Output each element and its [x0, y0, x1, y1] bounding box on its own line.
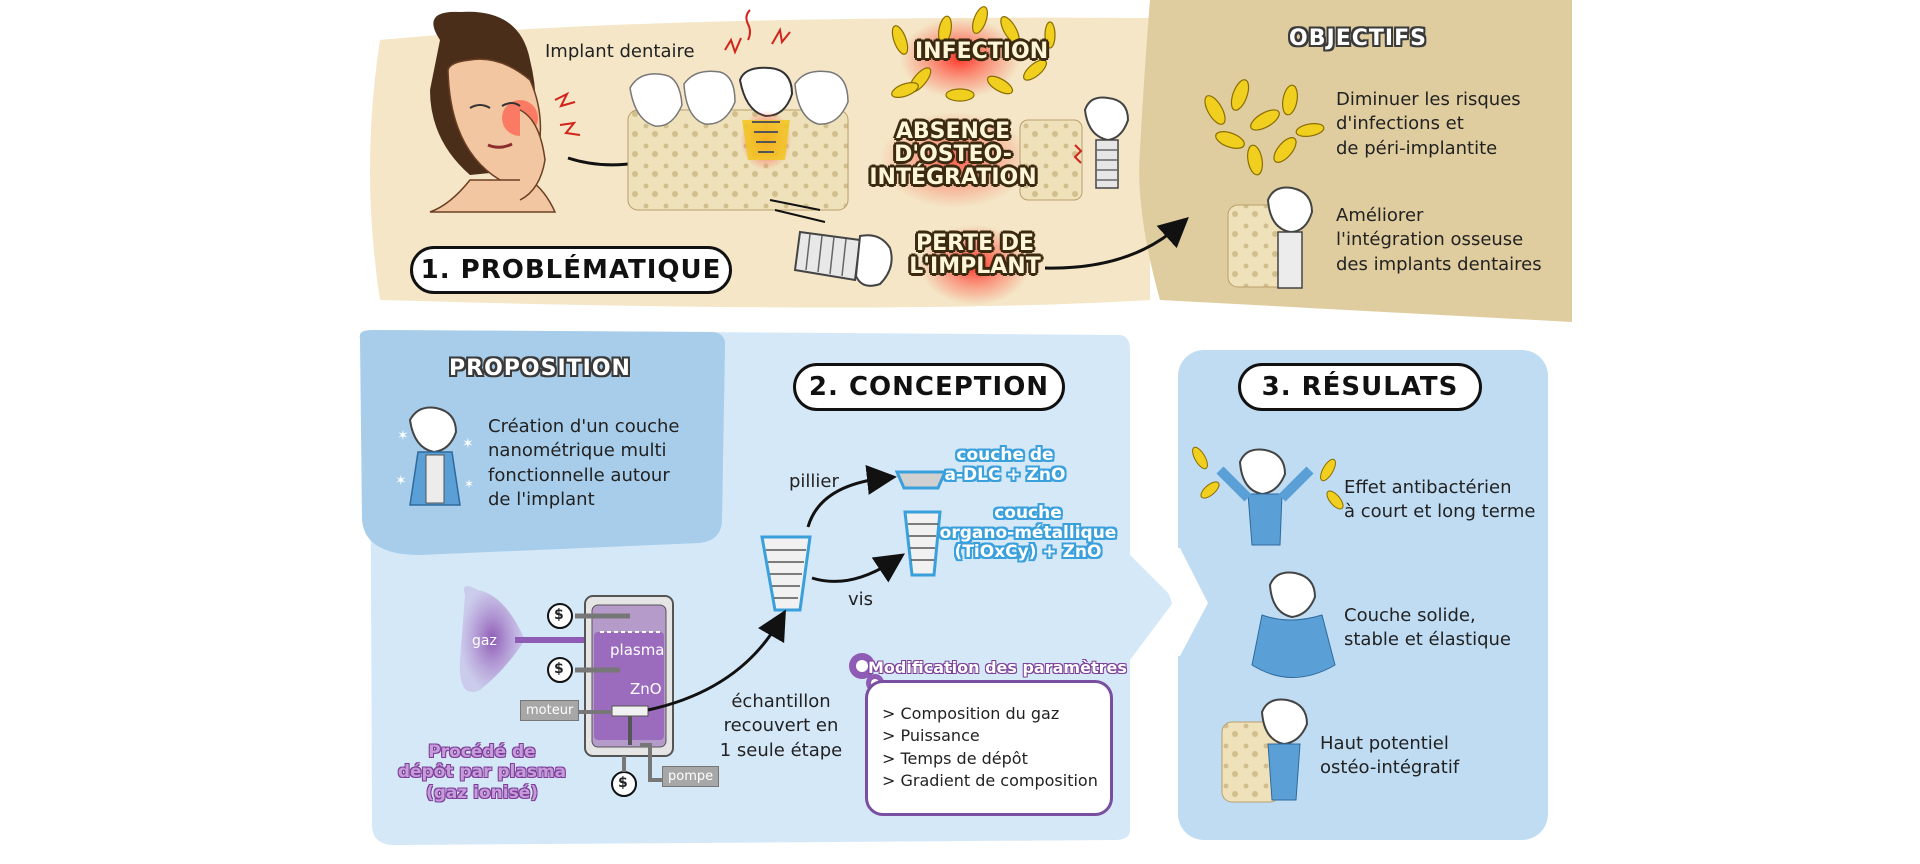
result-solid-text: Couche solide, stable et élastique: [1344, 605, 1511, 651]
pompe-tag: pompe: [662, 766, 720, 787]
conception-title: 2. CONCEPTION: [793, 363, 1065, 411]
perte-implant-label: PERTE DE L'IMPLANT: [909, 231, 1041, 280]
implant-sample-icon: [760, 535, 812, 612]
pillier-component-icon: [894, 470, 948, 490]
result-osteo-icon: [1221, 698, 1309, 803]
arrow-to-pillier: [806, 465, 897, 528]
valve-dollar-3: $: [618, 775, 628, 791]
param-item: > Composition du gaz: [882, 704, 1060, 723]
result-solid-layer-icon: [1251, 571, 1336, 678]
resultats-title: 3. RÉSULATS: [1238, 363, 1482, 411]
gaz-label: gaz: [472, 633, 497, 649]
arrow-to-sample: [647, 609, 786, 712]
moteur-tag: moteur: [520, 700, 580, 721]
person-in-pain-illustration: [429, 11, 581, 213]
echantillon-text: échantillon recouvert en 1 seule étape: [719, 691, 843, 761]
objectifs-bacteria-icon: [1204, 79, 1325, 176]
infection-label: INFECTION: [915, 39, 1049, 64]
objectif-integration-text: Améliorer l'intégration osseuse des impl…: [1336, 205, 1542, 275]
objectif-infection-text: Diminuer les risques d'infections et de …: [1336, 89, 1521, 159]
svg-text:✶: ✶: [462, 436, 474, 452]
param-item: > Temps de dépôt: [882, 748, 1028, 768]
result-antibacterial-text: Effet antibactérien à court et long term…: [1344, 477, 1536, 523]
plasma-reactor-illustration: [459, 586, 674, 797]
bacteria-cluster-infection: [891, 6, 1056, 102]
vis-component-icon: [903, 510, 942, 577]
proposition-title: PROPOSITION: [449, 356, 631, 381]
flow-arrow: [1152, 548, 1208, 656]
bone-and-tooth-illustration: [1019, 96, 1130, 201]
couche-organo-label: couche organo-métallique (TiOxCy) + ZnO: [939, 503, 1117, 563]
absence-osteo-label: ABSENCE D'OSTEO- INTÉGRATION: [869, 119, 1037, 191]
zno-label: ZnO: [630, 680, 662, 698]
param-item: > Gradient de composition: [882, 771, 1098, 791]
objectifs-title: OBJECTIFS: [1289, 26, 1427, 51]
pillier-label: pillier: [789, 471, 839, 492]
parametres-box: > Composition du gaz > Puissance > Temps…: [865, 680, 1113, 816]
procede-plasma-label: Procédé de dépôt par plasma (gaz ionisé): [397, 742, 567, 803]
implant-label: Implant dentaire: [545, 41, 695, 62]
problematique-title: 1. PROBLÉMATIQUE: [410, 246, 732, 294]
proposition-mascot-icon: ✶ ✶ ✶ ✶: [395, 406, 474, 506]
result-antibacterial-icon: [1192, 446, 1344, 546]
modification-title: Modification des paramètres: [868, 658, 1127, 677]
couche-dlc-label: couche de a-DLC + ZnO: [944, 445, 1066, 485]
svg-text:✶: ✶: [464, 477, 474, 491]
valve-dollar-1: $: [554, 607, 564, 623]
param-item: > Puissance: [882, 726, 980, 746]
vis-label: vis: [848, 589, 874, 610]
arrow-to-objectifs: [1044, 216, 1189, 270]
plasma-label: plasma: [610, 641, 665, 659]
teeth-cross-section-illustration: [627, 9, 849, 211]
svg-text:✶: ✶: [395, 473, 407, 489]
svg-text:✶: ✶: [397, 428, 409, 444]
falling-implant-illustration: [769, 199, 893, 287]
arrow-to-vis: [811, 553, 905, 583]
result-osteo-text: Haut potentiel ostéo-intégratif: [1320, 733, 1460, 779]
objectifs-bone-tooth-icon: [1227, 186, 1314, 289]
valve-dollar-2: $: [554, 661, 564, 677]
proposition-text: Création d'un couche nanométrique multi …: [488, 416, 680, 510]
